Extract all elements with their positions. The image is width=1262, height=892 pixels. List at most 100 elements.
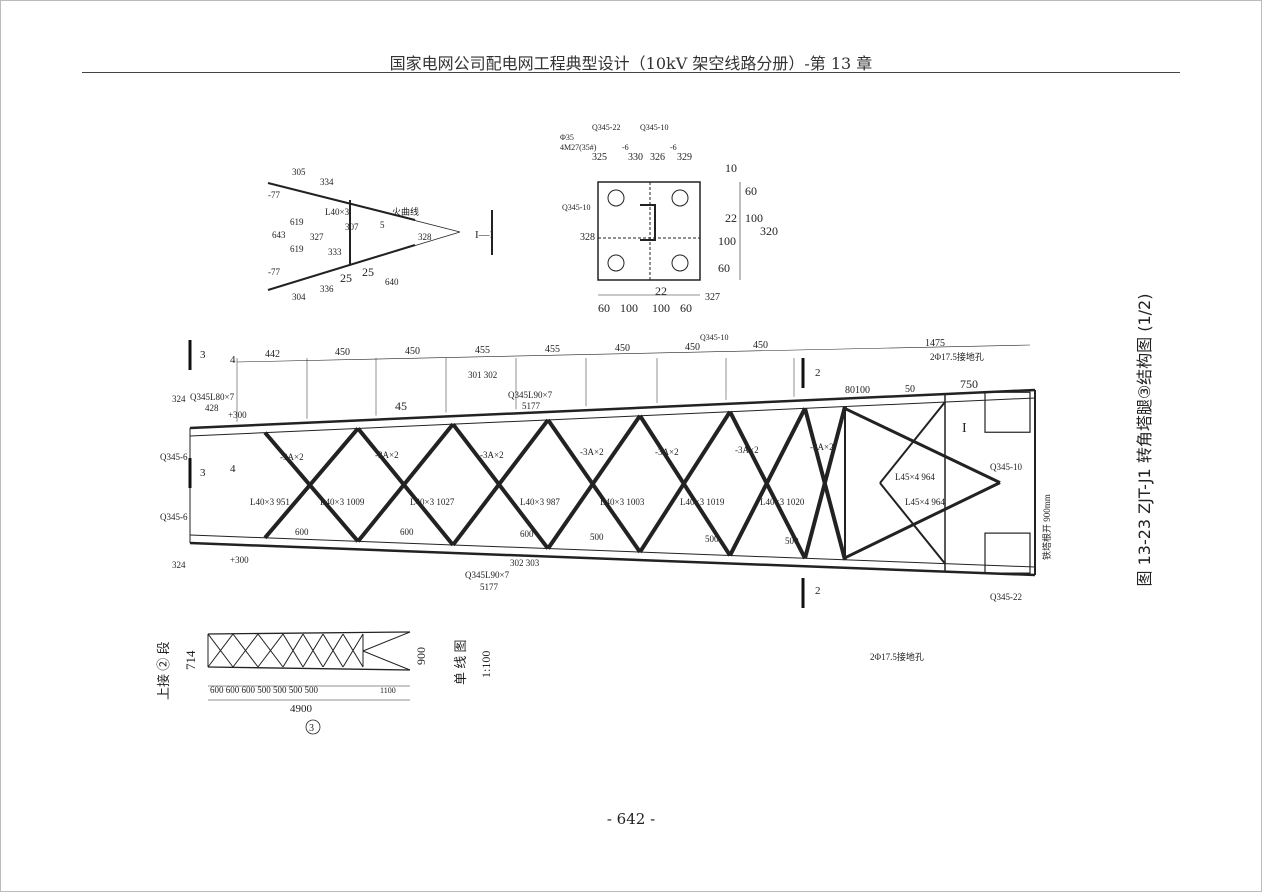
single-line-dim: 1100: [380, 686, 396, 695]
single-brace: [207, 633, 234, 668]
dim-label: 600: [400, 527, 414, 537]
member-label: +300: [228, 410, 247, 420]
dim-label: 500: [705, 534, 719, 544]
plate-dim: 100: [652, 301, 670, 315]
brace-label: L40×3 987: [520, 497, 560, 507]
plate-dim: 60: [745, 184, 757, 198]
single-brace: [302, 633, 324, 668]
dim-label: 455: [475, 345, 490, 356]
diagonal-brace: [638, 414, 732, 557]
section-label: 2: [815, 367, 821, 379]
dimension-line: [236, 344, 1031, 363]
dim-label: 1475: [925, 338, 945, 349]
plate-dim: 60: [598, 301, 610, 315]
plate-spec: 4M27(35#): [560, 143, 597, 152]
segment-number: 3: [309, 723, 314, 734]
dim-label: 500: [785, 536, 799, 546]
bottom-chord: [189, 534, 1036, 568]
k-brace: [844, 407, 1001, 484]
dim-label: 600: [520, 529, 534, 539]
dim-label: 600: [295, 527, 309, 537]
member-label: 301 302: [468, 370, 497, 380]
single-line-labels: 上接 ② 段 714 900 单 线 图 1:100 600 600 600 5…: [156, 639, 493, 735]
plate-spec: Q345-10: [700, 333, 728, 342]
base-plate-labels: 325 330 326 329 328 327 Φ35 4M27(35#) Q3…: [560, 123, 778, 342]
bolt-label: -3A×2: [280, 452, 304, 462]
plate-dim: 22: [725, 211, 737, 225]
leg-width-label: 铁塔根开 900mm: [1041, 494, 1052, 560]
plate-dim: 22: [655, 284, 667, 298]
single-brace: [342, 633, 364, 668]
plate-spec: Q345-10: [562, 203, 590, 212]
section-label: 4: [230, 463, 236, 475]
member-label: 45: [395, 399, 407, 413]
base-plate-detail: [597, 181, 741, 296]
section-label: 3: [200, 349, 206, 361]
plate-dim: 100: [620, 301, 638, 315]
member-label: 428: [205, 403, 219, 413]
k-brace: [879, 401, 946, 484]
plate-label: 329: [677, 152, 692, 163]
member-label: Q345-22: [990, 592, 1022, 602]
bolt-label: -3A×2: [655, 447, 679, 457]
detail-label: 327: [310, 232, 324, 242]
single-line-dim: 714: [183, 650, 198, 670]
member-label: Q345-10: [990, 462, 1022, 472]
diagonal-brace: [451, 422, 550, 550]
member-label: Q345-6: [160, 452, 188, 462]
bolt-label: -3A×2: [735, 445, 759, 455]
gusset-plate: [984, 391, 1031, 433]
member-label: Q345L90×7: [508, 390, 553, 400]
single-line-label: 上接 ② 段: [156, 641, 171, 700]
diagonal-brace: [263, 431, 360, 543]
member-label: 324: [172, 560, 186, 570]
dim-label: 450: [685, 342, 700, 353]
top-chord: [189, 397, 1036, 437]
diagonal-brace: [728, 407, 807, 557]
main-truss: [189, 344, 1036, 577]
plate-spec: -6: [670, 143, 677, 152]
detail-label: 333: [328, 247, 342, 257]
bolt-label: -3A×2: [480, 450, 504, 460]
single-line-title: 单 线 图: [453, 639, 468, 685]
detail-label: L40×3: [325, 207, 350, 217]
single-line-diagram: [207, 631, 411, 701]
dim-label: 450: [335, 347, 350, 358]
brace-label: L45×4 964: [895, 472, 935, 482]
dim-label: 450: [405, 346, 420, 357]
brace-label: L40×3 1027: [410, 497, 455, 507]
section-label: 2: [815, 585, 821, 597]
brace-label: L40×3 1003: [600, 497, 645, 507]
detail-label: 307: [345, 222, 359, 232]
single-kbrace: [362, 631, 411, 652]
hole-label: 2Φ17.5接地孔: [930, 351, 984, 362]
plate-dim: 10: [725, 161, 737, 175]
member-label: 5177: [480, 582, 499, 592]
single-line-dim: 600 600 600 500 500 500 500: [210, 685, 319, 695]
brace-label: L40×3 1019: [680, 497, 725, 507]
member-labels: Q345L80×7 428 +300 +300 Q345L90×7 5177 3…: [160, 351, 1052, 662]
plate-label: 325: [592, 152, 607, 163]
member-label: 5177: [522, 401, 541, 411]
section-detail-I-I: [267, 182, 493, 291]
member-label: 324: [172, 394, 186, 404]
plate-label: 326: [650, 152, 665, 163]
top-chord: [189, 388, 1036, 430]
section-label: 4: [230, 354, 236, 366]
section-label: 3: [200, 467, 206, 479]
dim-label: 500: [590, 532, 604, 542]
detail-label: 5: [380, 220, 385, 230]
dim-label: 50: [905, 384, 915, 395]
section-title: I—I: [475, 229, 494, 241]
diagonal-brace: [356, 427, 455, 547]
page-number: - 642 -: [606, 810, 656, 828]
section-detail-labels: I—I 火曲线 305 334 304 336 307 333 327 328 …: [268, 167, 494, 302]
bottom-chord: [189, 541, 1036, 577]
brace-label: L40×3 1020: [760, 497, 805, 507]
diagonal-brace: [356, 422, 455, 543]
section-markers: 3 4 3 4 2 2: [188, 340, 821, 608]
section-label: I: [962, 421, 967, 436]
plate-spec: Q345-22: [592, 123, 620, 132]
top-dimensions: 442 450 450 455 455 450 450 450 1475 750…: [265, 338, 978, 396]
